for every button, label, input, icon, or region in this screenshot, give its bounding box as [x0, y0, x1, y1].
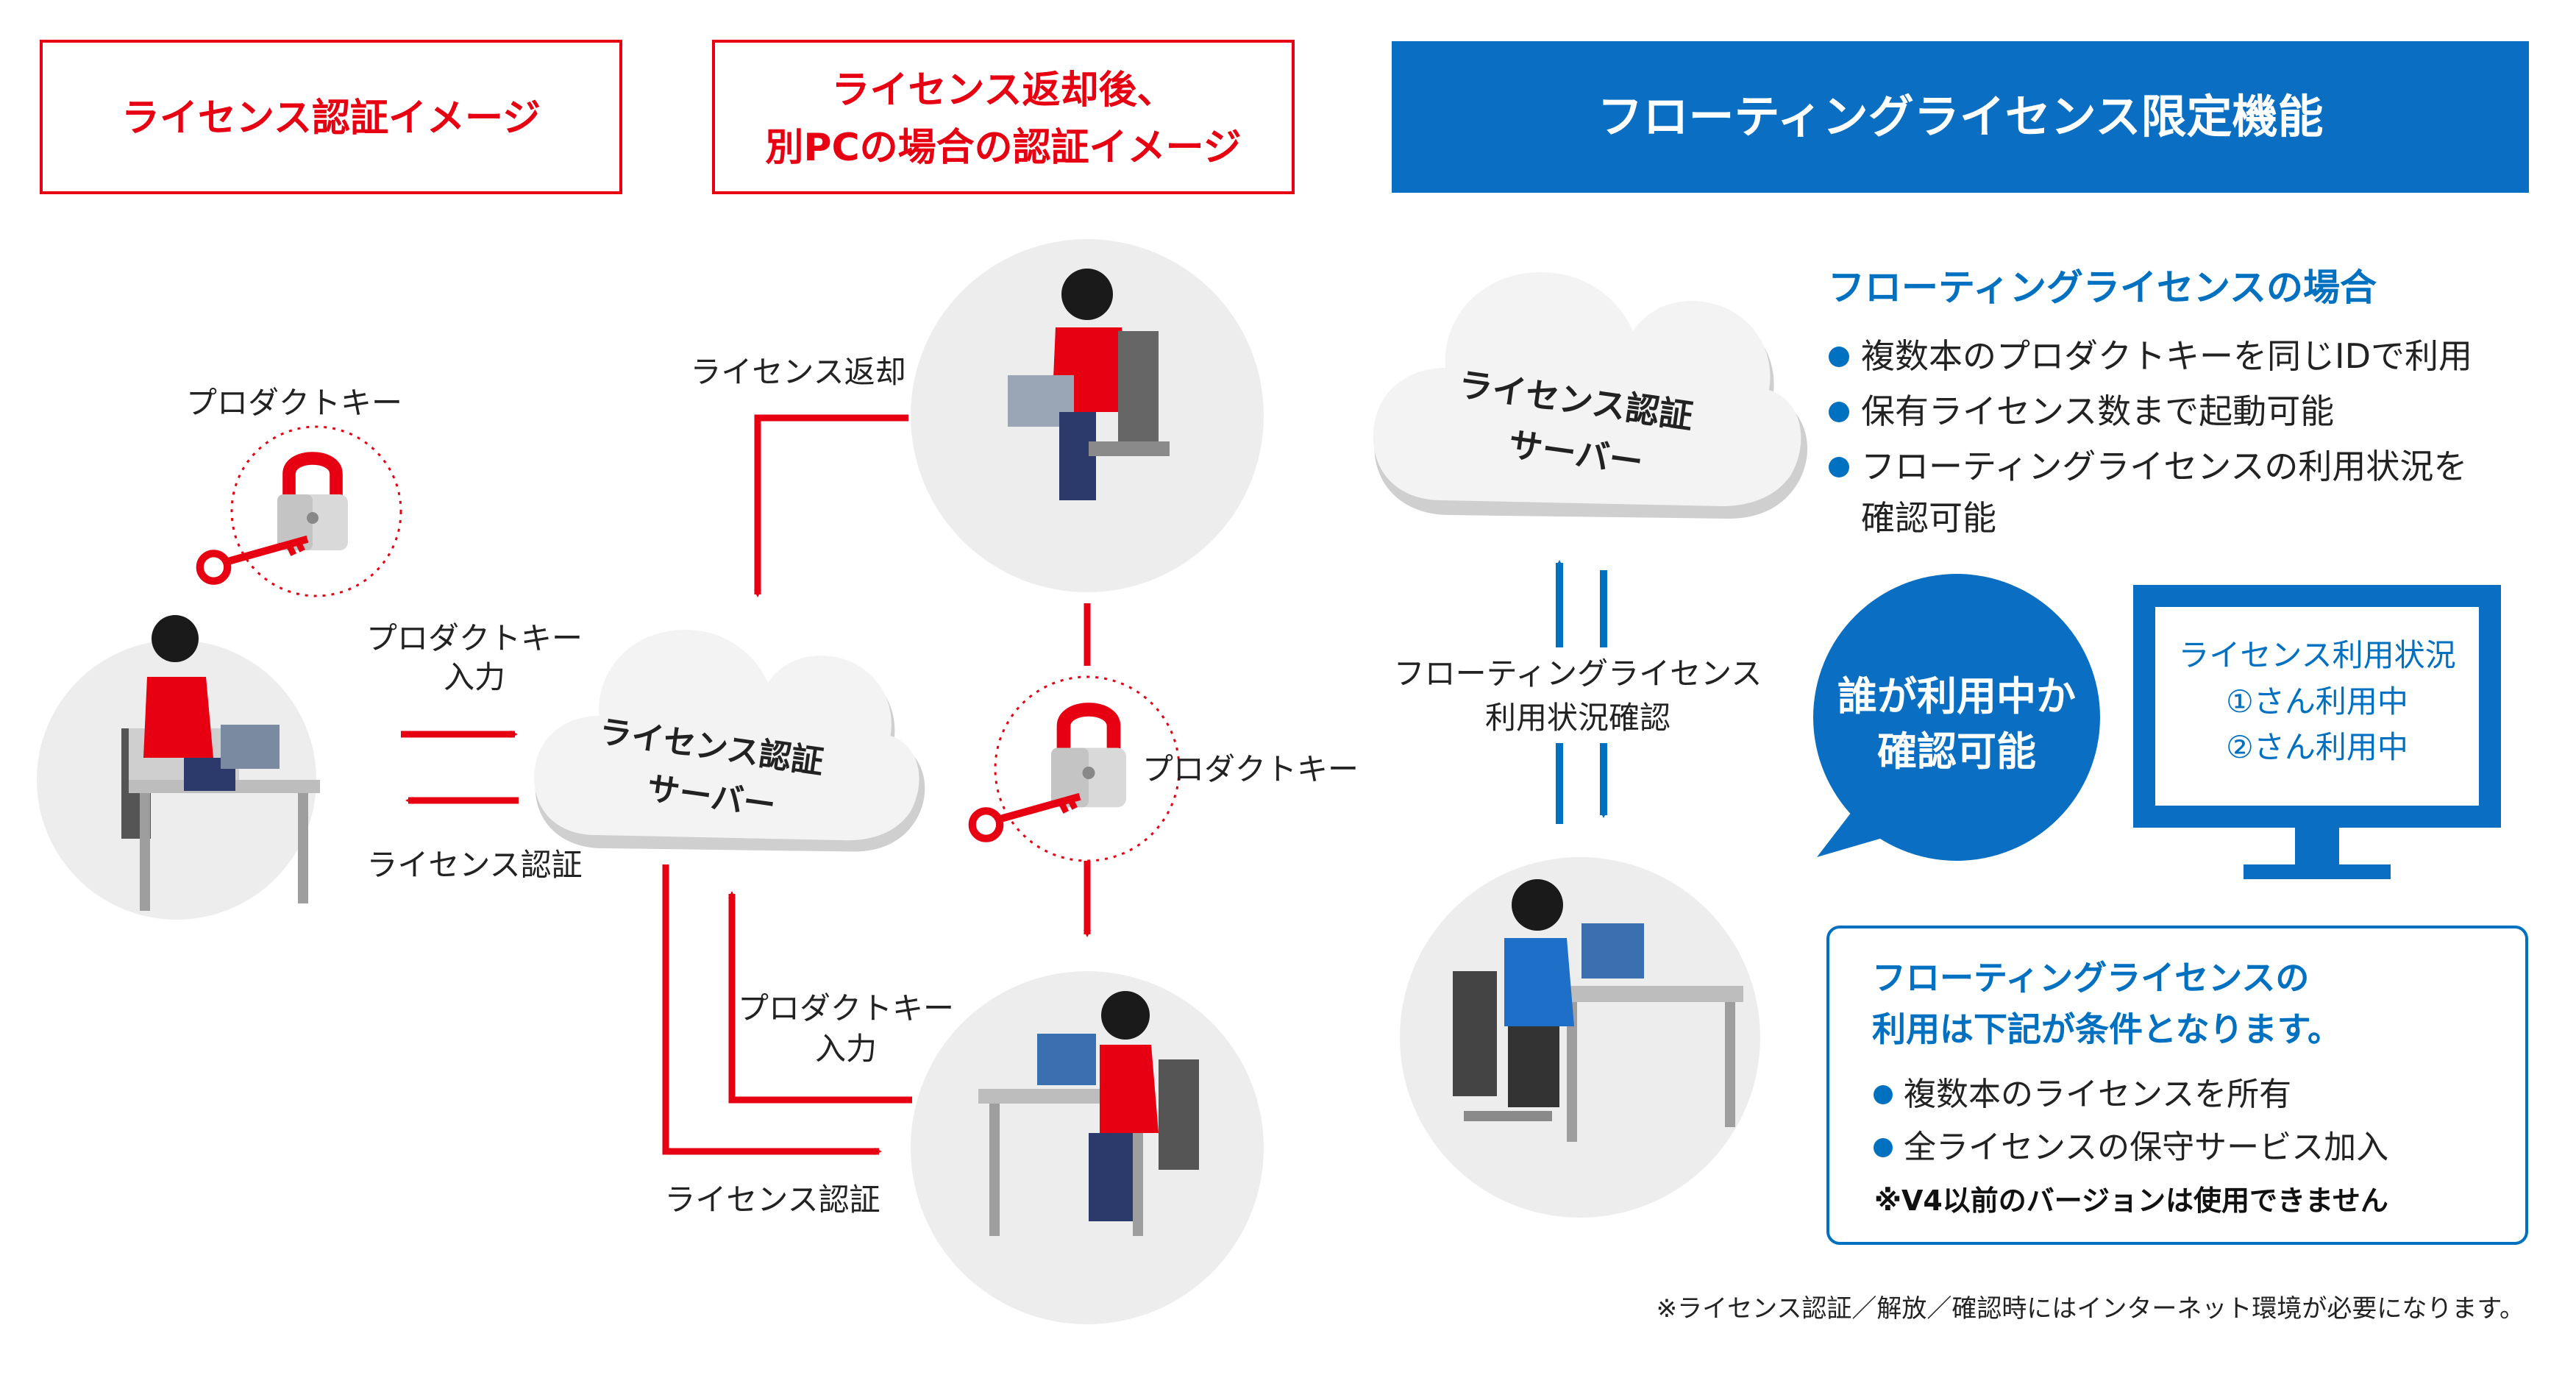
right-feature-2: 保有ライセンス数まで起動可能	[1861, 391, 2334, 431]
right-status-check-line2: 利用状況確認	[1485, 700, 1671, 736]
left-user-illustration	[121, 615, 320, 911]
section1-header-box	[40, 40, 622, 194]
section1-header: ライセンス認証イメージ	[121, 96, 541, 141]
right-monitor-screen	[2155, 607, 2479, 806]
right-bubble	[1813, 574, 2100, 861]
right-bubble-tail	[1817, 809, 1905, 857]
right-conditions-box	[1826, 926, 2528, 1245]
middle-user-bottom-circle	[911, 971, 1264, 1324]
middle-user-top-illustration	[1008, 269, 1170, 500]
section2-header-line1: ライセンス返却後、	[832, 68, 1175, 113]
right-user-circle	[1400, 857, 1760, 1218]
left-key-input-line1: プロダクトキー	[366, 620, 583, 656]
section2-header-box	[712, 40, 1295, 194]
right-feature-bullet-3	[1829, 457, 1849, 477]
middle-key-input-arrow	[728, 891, 912, 1104]
right-user-illustration	[1453, 879, 1743, 1142]
middle-user-bottom-illustration	[978, 991, 1199, 1236]
right-condition-bullet-2	[1874, 1138, 1893, 1157]
right-feature-3: フローティングライセンスの利用状況を	[1861, 447, 2467, 486]
right-case-title: フローティングライセンスの場合	[1828, 266, 2377, 309]
middle-license-auth-label: ライセンス認証	[664, 1182, 880, 1218]
right-monitor-stand	[2244, 864, 2391, 879]
right-condition-2: 全ライセンスの保守サービス加入	[1904, 1129, 2388, 1166]
middle-padlock-circle	[994, 675, 1181, 862]
left-padlock-icon	[277, 458, 348, 550]
right-status-label-bg	[1368, 647, 1780, 743]
middle-key-input-line1: プロダクトキー	[738, 990, 954, 1026]
right-monitor-line1: ①さん利用中	[2226, 683, 2408, 720]
middle-return-arrow	[754, 414, 908, 597]
middle-product-key-label: プロダクトキー	[1142, 751, 1359, 787]
middle-auth-arrow	[662, 864, 882, 1155]
right-bubble-line2: 確認可能	[1877, 728, 2036, 775]
middle-key-icon	[972, 797, 1080, 839]
right-condition-1: 複数本のライセンスを所有	[1904, 1076, 2291, 1113]
section3-header-box	[1392, 41, 2529, 193]
left-product-key-label: プロダクトキー	[186, 385, 402, 421]
right-monitor-line2: ②さん利用中	[2226, 729, 2408, 765]
right-feature-bullet-2	[1829, 402, 1849, 422]
middle-key-input-line2: 入力	[815, 1031, 877, 1067]
middle-padlock-icon	[1051, 709, 1126, 807]
left-key-input-line2: 入力	[444, 659, 505, 695]
right-conditions-title-line1: フローティングライセンスの	[1872, 958, 2309, 998]
right-monitor-neck	[2295, 828, 2339, 868]
right-condition-bullet-1	[1874, 1085, 1893, 1104]
right-conditions-title-line2: 利用は下記が条件となります。	[1872, 1009, 2341, 1049]
right-feature-bullet-1	[1829, 347, 1849, 367]
left-padlock-circle	[230, 425, 402, 597]
right-feature-1: 複数本のプロダクトキーを同じIDで利用	[1861, 336, 2472, 376]
right-bubble-line1: 誰が利用中か	[1837, 673, 2076, 720]
right-note-v4: ※V4以前のバージョンは使用できません	[1874, 1185, 2388, 1217]
middle-license-return-label: ライセンス返却	[690, 354, 905, 390]
footnote: ※ライセンス認証／解放／確認時にはインターネット環境が必要になります。	[1657, 1294, 2525, 1324]
right-monitor-title: ライセンス利用状況	[2178, 637, 2455, 673]
section3-header: フローティングライセンス限定機能	[1597, 90, 2323, 143]
left-key-icon	[200, 539, 307, 581]
right-status-check-line1: フローティングライセンス	[1394, 656, 1762, 692]
left-license-auth-label: ライセンス認証	[366, 847, 582, 883]
section2-header-line2: 別PCの場合の認証イメージ	[765, 126, 1241, 170]
right-feature-3-cont: 確認可能	[1861, 498, 1996, 538]
